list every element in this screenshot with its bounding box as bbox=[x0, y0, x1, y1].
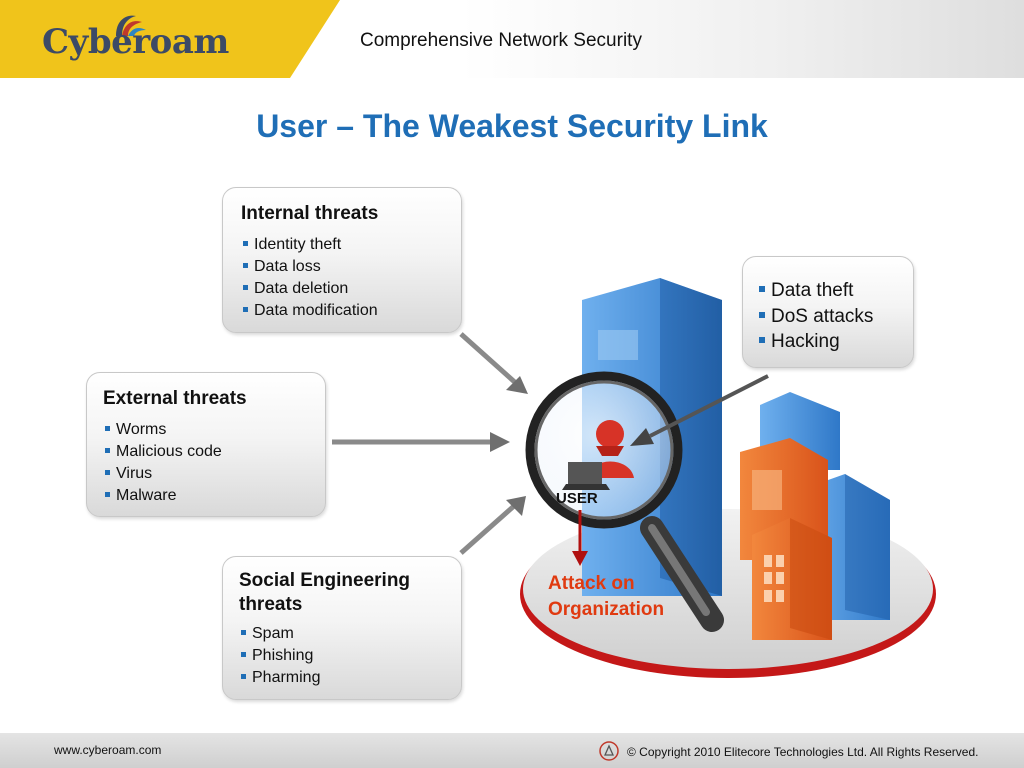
list-item: Virus bbox=[103, 463, 325, 485]
list-item: Data modification bbox=[241, 300, 461, 322]
user-threats-list: Data theft DoS attacks Hacking bbox=[757, 278, 913, 355]
footer-bar: www.cyberoam.com © Copyright 2010 Elitec… bbox=[0, 733, 1024, 768]
internal-threats-title: Internal threats bbox=[241, 203, 379, 224]
user-label: USER bbox=[556, 490, 598, 507]
page-title: User – The Weakest Security Link bbox=[256, 108, 768, 144]
list-item: Data deletion bbox=[241, 278, 461, 300]
attack-arrow-icon bbox=[572, 510, 588, 566]
building-icon bbox=[752, 518, 832, 640]
arrow-icon bbox=[332, 432, 510, 452]
list-item: Malware bbox=[103, 485, 325, 507]
user-threats-box: Data theft DoS attacks Hacking bbox=[742, 256, 914, 368]
footer-url: www.cyberoam.com bbox=[54, 743, 162, 757]
list-item: Spam bbox=[239, 623, 451, 645]
arrow-icon bbox=[459, 496, 526, 555]
list-item: Data loss bbox=[241, 256, 461, 278]
arrow-icon bbox=[459, 332, 528, 394]
bullet-icon bbox=[105, 491, 110, 497]
bullet-icon bbox=[243, 262, 248, 268]
arrow-icon bbox=[630, 374, 769, 446]
attack-label: Attack on Organization bbox=[548, 573, 665, 620]
logo-band bbox=[0, 0, 360, 78]
list-item: Worms bbox=[103, 419, 325, 441]
bullet-icon bbox=[243, 306, 248, 312]
bullet-icon bbox=[241, 629, 246, 635]
header-title: Comprehensive Network Security bbox=[360, 30, 642, 51]
bullet-icon bbox=[105, 469, 110, 475]
bullet-icon bbox=[241, 673, 246, 679]
bullet-icon bbox=[759, 286, 765, 293]
social-threats-title: Social Engineering threats bbox=[239, 570, 411, 615]
bullet-icon bbox=[759, 311, 765, 318]
footer-copyright: © Copyright 2010 Elitecore Technologies … bbox=[627, 745, 979, 759]
header-bar: Cyberoam Comprehensive Network Security bbox=[0, 0, 1024, 78]
list-item: Pharming bbox=[239, 667, 451, 689]
internal-threats-list: Identity theft Data loss Data deletion D… bbox=[241, 234, 461, 322]
external-threats-list: Worms Malicious code Virus Malware bbox=[103, 419, 325, 507]
bullet-icon bbox=[241, 651, 246, 657]
bullet-icon bbox=[759, 337, 765, 344]
social-threats-box: Social Engineering threats Spam Phishing… bbox=[222, 556, 462, 700]
list-item: Malicious code bbox=[103, 441, 325, 463]
external-threats-title: External threats bbox=[103, 388, 247, 409]
list-item: Identity theft bbox=[241, 234, 461, 256]
list-item: Hacking bbox=[757, 329, 913, 355]
bullet-icon bbox=[105, 447, 110, 453]
social-threats-list: Spam Phishing Pharming bbox=[239, 623, 451, 689]
laptop-icon bbox=[562, 462, 610, 490]
logo-text: Cyberoam bbox=[42, 22, 229, 62]
internal-threats-box: Internal threats Identity theft Data los… bbox=[222, 187, 462, 333]
bullet-icon bbox=[105, 425, 110, 431]
bullet-icon bbox=[243, 240, 248, 246]
list-item: Phishing bbox=[239, 645, 451, 667]
bullet-icon bbox=[243, 284, 248, 290]
elitecore-logo-icon bbox=[599, 741, 619, 761]
list-item: DoS attacks bbox=[757, 304, 913, 330]
list-item: Data theft bbox=[757, 278, 913, 304]
external-threats-box: External threats Worms Malicious code Vi… bbox=[86, 372, 326, 517]
cyberoam-logo-icon bbox=[116, 15, 146, 36]
